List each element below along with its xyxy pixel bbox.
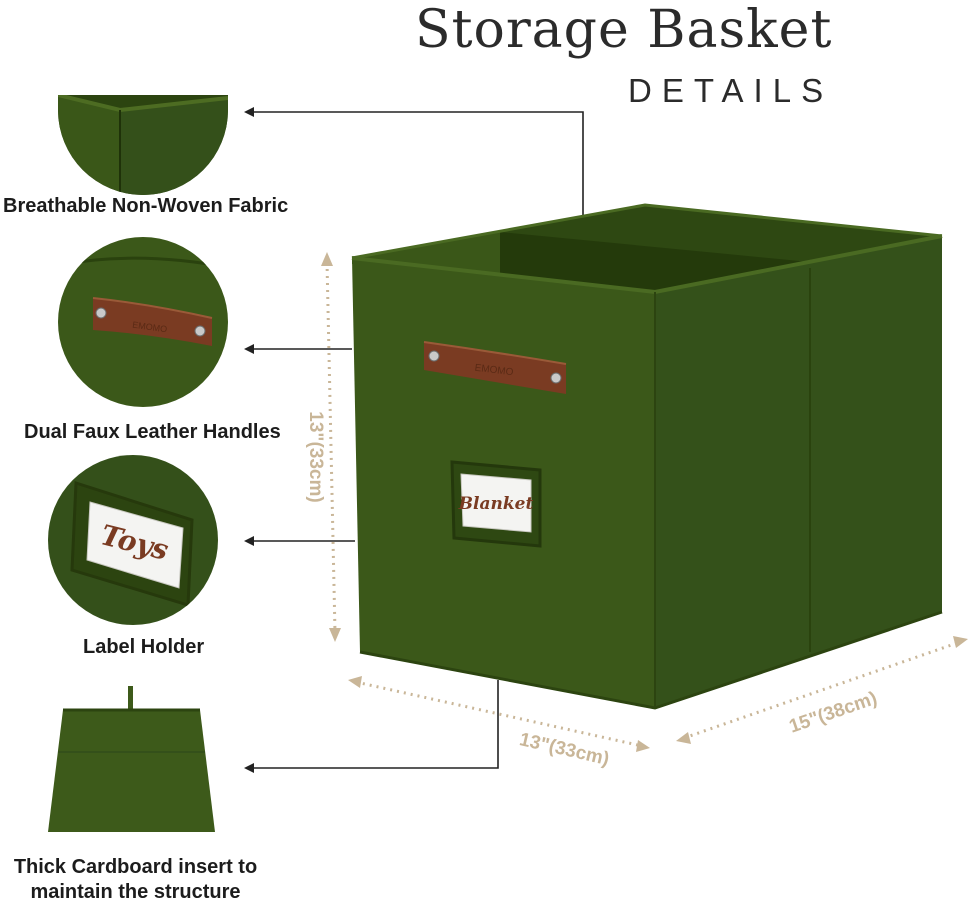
dimension-lines: [325, 261, 961, 748]
feature-label-insert: Thick Cardboard insert to maintain the s…: [8, 855, 263, 905]
height-dimension: 13"(33cm): [305, 411, 326, 502]
depth-dimension: 15"(38cm): [787, 688, 880, 738]
cardboard-insert-icon: [48, 686, 215, 832]
handle-brand-small: EMOMO: [132, 320, 168, 335]
feature-label-insert-line2: maintain the structure: [30, 881, 241, 903]
page-title: Storage Basket: [415, 0, 833, 60]
label-holder-icon: Toys: [48, 455, 218, 625]
storage-basket: EMOMO Blanket: [351, 203, 943, 710]
connector-lines: [250, 111, 584, 769]
front-label-text: Blanket: [458, 494, 534, 514]
feature-label-fabric: Breathable Non-Woven Fabric: [3, 195, 289, 217]
feature-label-insert-line1: Thick Cardboard insert to: [13, 856, 258, 878]
dimension-arrowheads: [321, 252, 968, 752]
page-subtitle: DETAILS: [628, 72, 834, 109]
feature-label-holder: Label Holder: [83, 636, 205, 658]
feature-label-handles: Dual Faux Leather Handles: [24, 421, 281, 443]
handle-brand: EMOMO: [474, 363, 514, 379]
fabric-corner-icon: [58, 95, 228, 195]
leather-handle-icon: EMOMO: [58, 237, 228, 407]
arrowheads: [244, 107, 254, 773]
